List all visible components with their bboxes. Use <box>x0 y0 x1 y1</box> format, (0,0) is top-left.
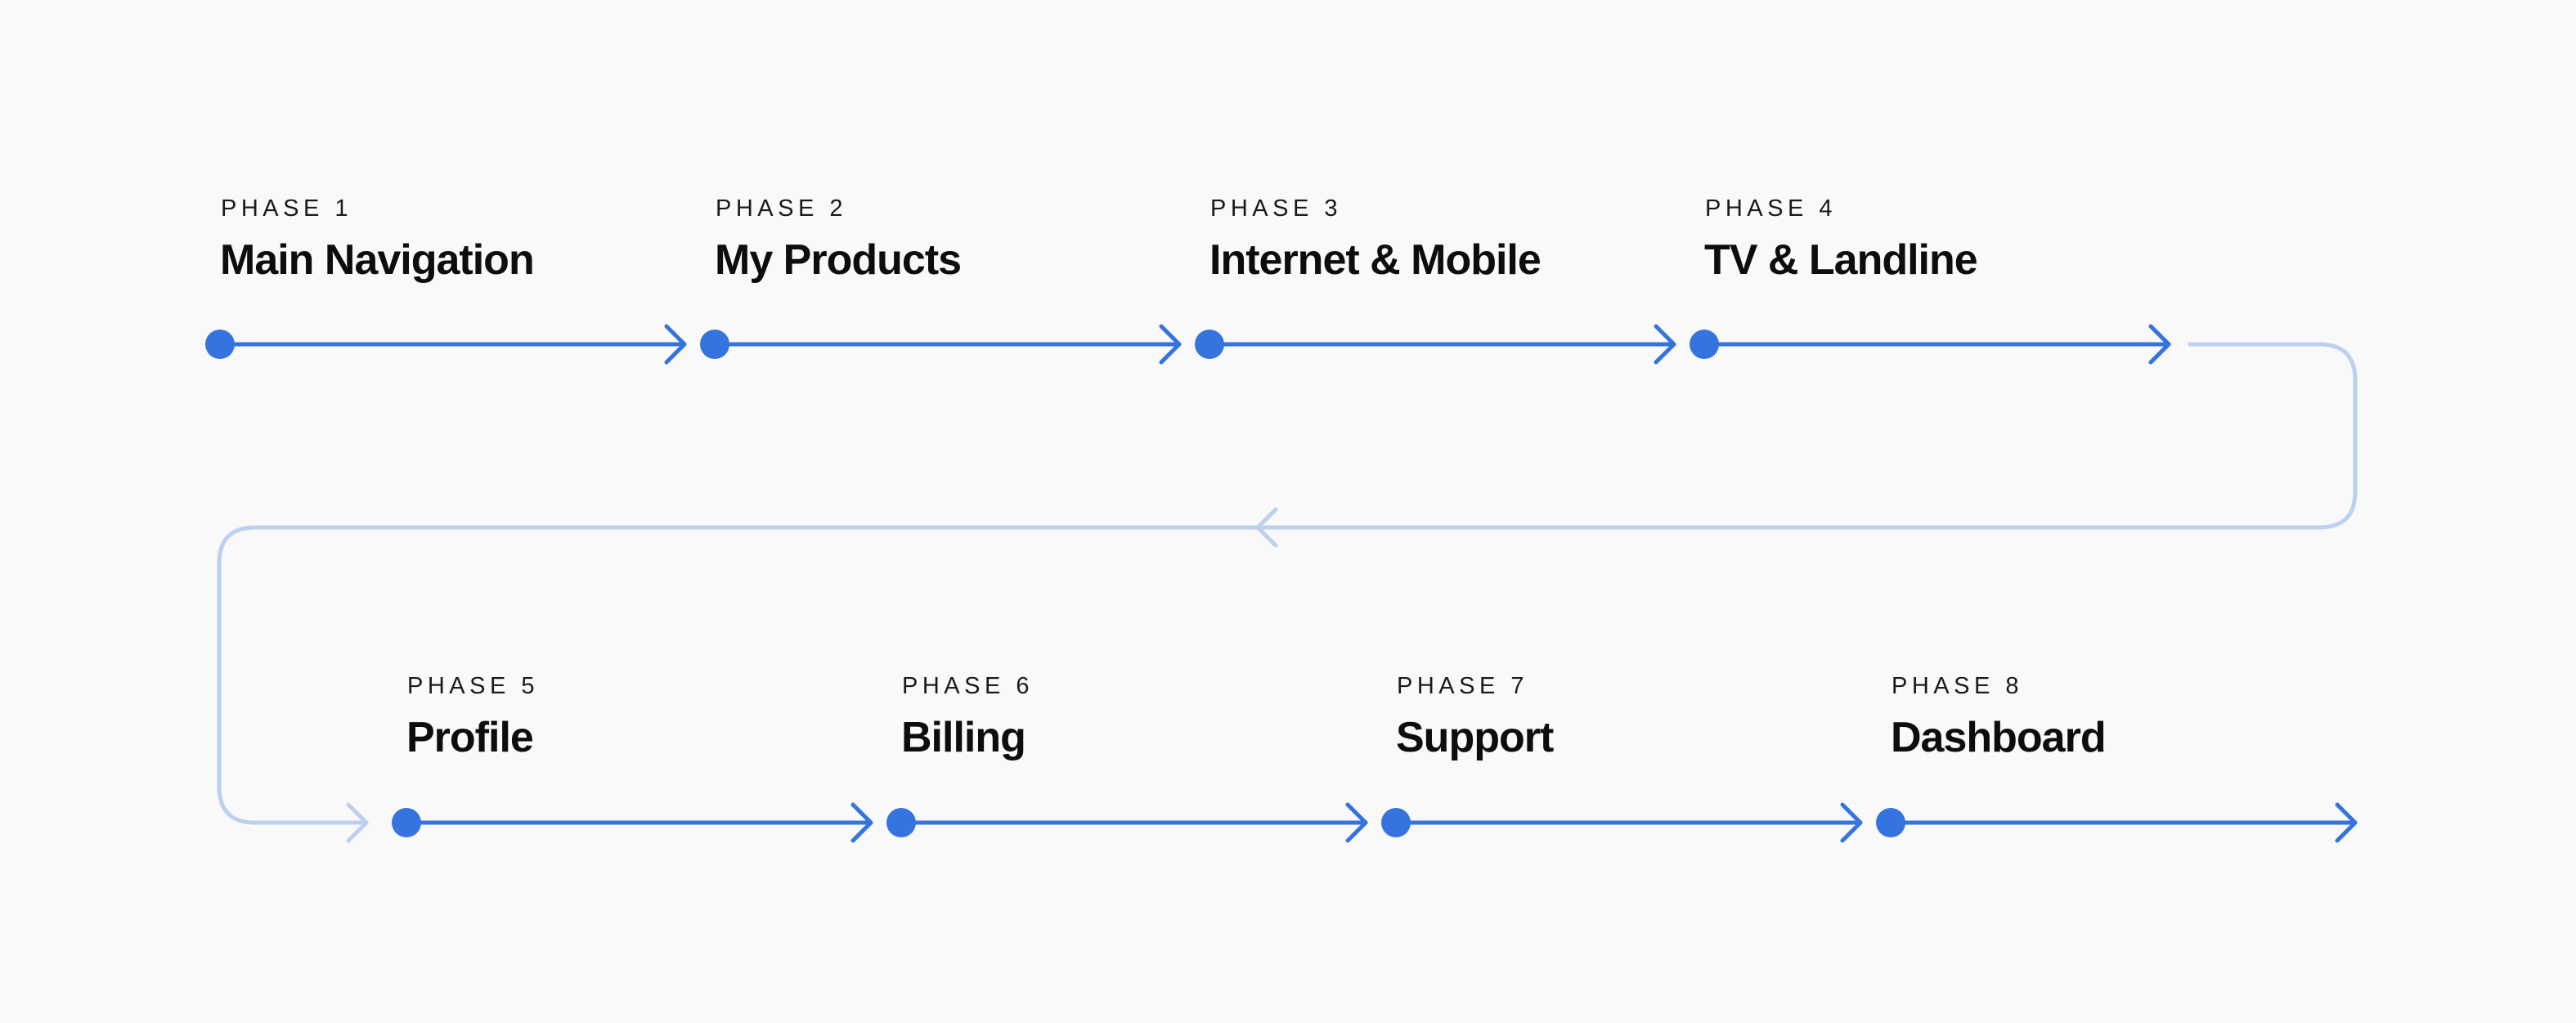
return-connector <box>217 342 2358 843</box>
return-connector-right-loop <box>1234 342 2358 530</box>
phase-2-arrow-icon <box>1159 324 1182 365</box>
phase-5-dot <box>392 808 421 837</box>
phase-8-title: Dashboard <box>1891 714 2107 761</box>
phase-4-arrow-icon <box>2148 324 2171 365</box>
phase-2-step <box>700 324 1182 365</box>
return-connector-midpoint-chevron-icon <box>1255 507 1278 548</box>
phase-7-title: Support <box>1396 714 1554 761</box>
phase-3-arrow-icon <box>1654 324 1676 365</box>
phase-6-title: Billing <box>901 714 1026 761</box>
phase-2-title: My Products <box>715 236 962 284</box>
phase-8-step <box>1876 802 2358 843</box>
phase-1-title: Main Navigation <box>220 236 535 284</box>
phase-8-label: PHASE 8 <box>1892 673 2023 699</box>
phase-3-step <box>1195 324 1676 365</box>
return-connector-left-loop <box>217 525 1239 825</box>
phase-2-label: PHASE 2 <box>716 195 847 222</box>
phase-4-label: PHASE 4 <box>1705 195 1837 222</box>
phase-6-label: PHASE 6 <box>902 673 1034 699</box>
phase-5-title: Profile <box>406 714 534 761</box>
phase-7-step <box>1381 802 1863 843</box>
phase-8-dot <box>1876 808 1905 837</box>
phase-4-step <box>1690 324 2171 365</box>
phase-3-label: PHASE 3 <box>1210 195 1342 222</box>
phase-8-arrow-icon <box>2335 802 2358 843</box>
phase-4-dot <box>1690 330 1719 359</box>
phase-1-arrow-icon <box>664 324 687 365</box>
phase-2-dot <box>700 330 729 359</box>
phase-7-label: PHASE 7 <box>1397 673 1528 699</box>
phase-1-step <box>205 324 687 365</box>
return-connector-end-chevron-icon <box>346 802 369 843</box>
phase-6-arrow-icon <box>1345 802 1368 843</box>
phase-1-dot <box>205 330 235 359</box>
phase-4-title: TV & Landline <box>1704 236 1978 284</box>
phase-3-dot <box>1195 330 1224 359</box>
phase-1-label: PHASE 1 <box>221 195 352 222</box>
phase-7-arrow-icon <box>1840 802 1863 843</box>
phase-6-dot <box>886 808 916 837</box>
phase-7-dot <box>1381 808 1411 837</box>
phase-5-label: PHASE 5 <box>407 673 539 699</box>
phase-5-arrow-icon <box>850 802 873 843</box>
phase-6-step <box>886 802 1368 843</box>
phase-3-title: Internet & Mobile <box>1209 236 1542 284</box>
phase-5-step <box>392 802 873 843</box>
